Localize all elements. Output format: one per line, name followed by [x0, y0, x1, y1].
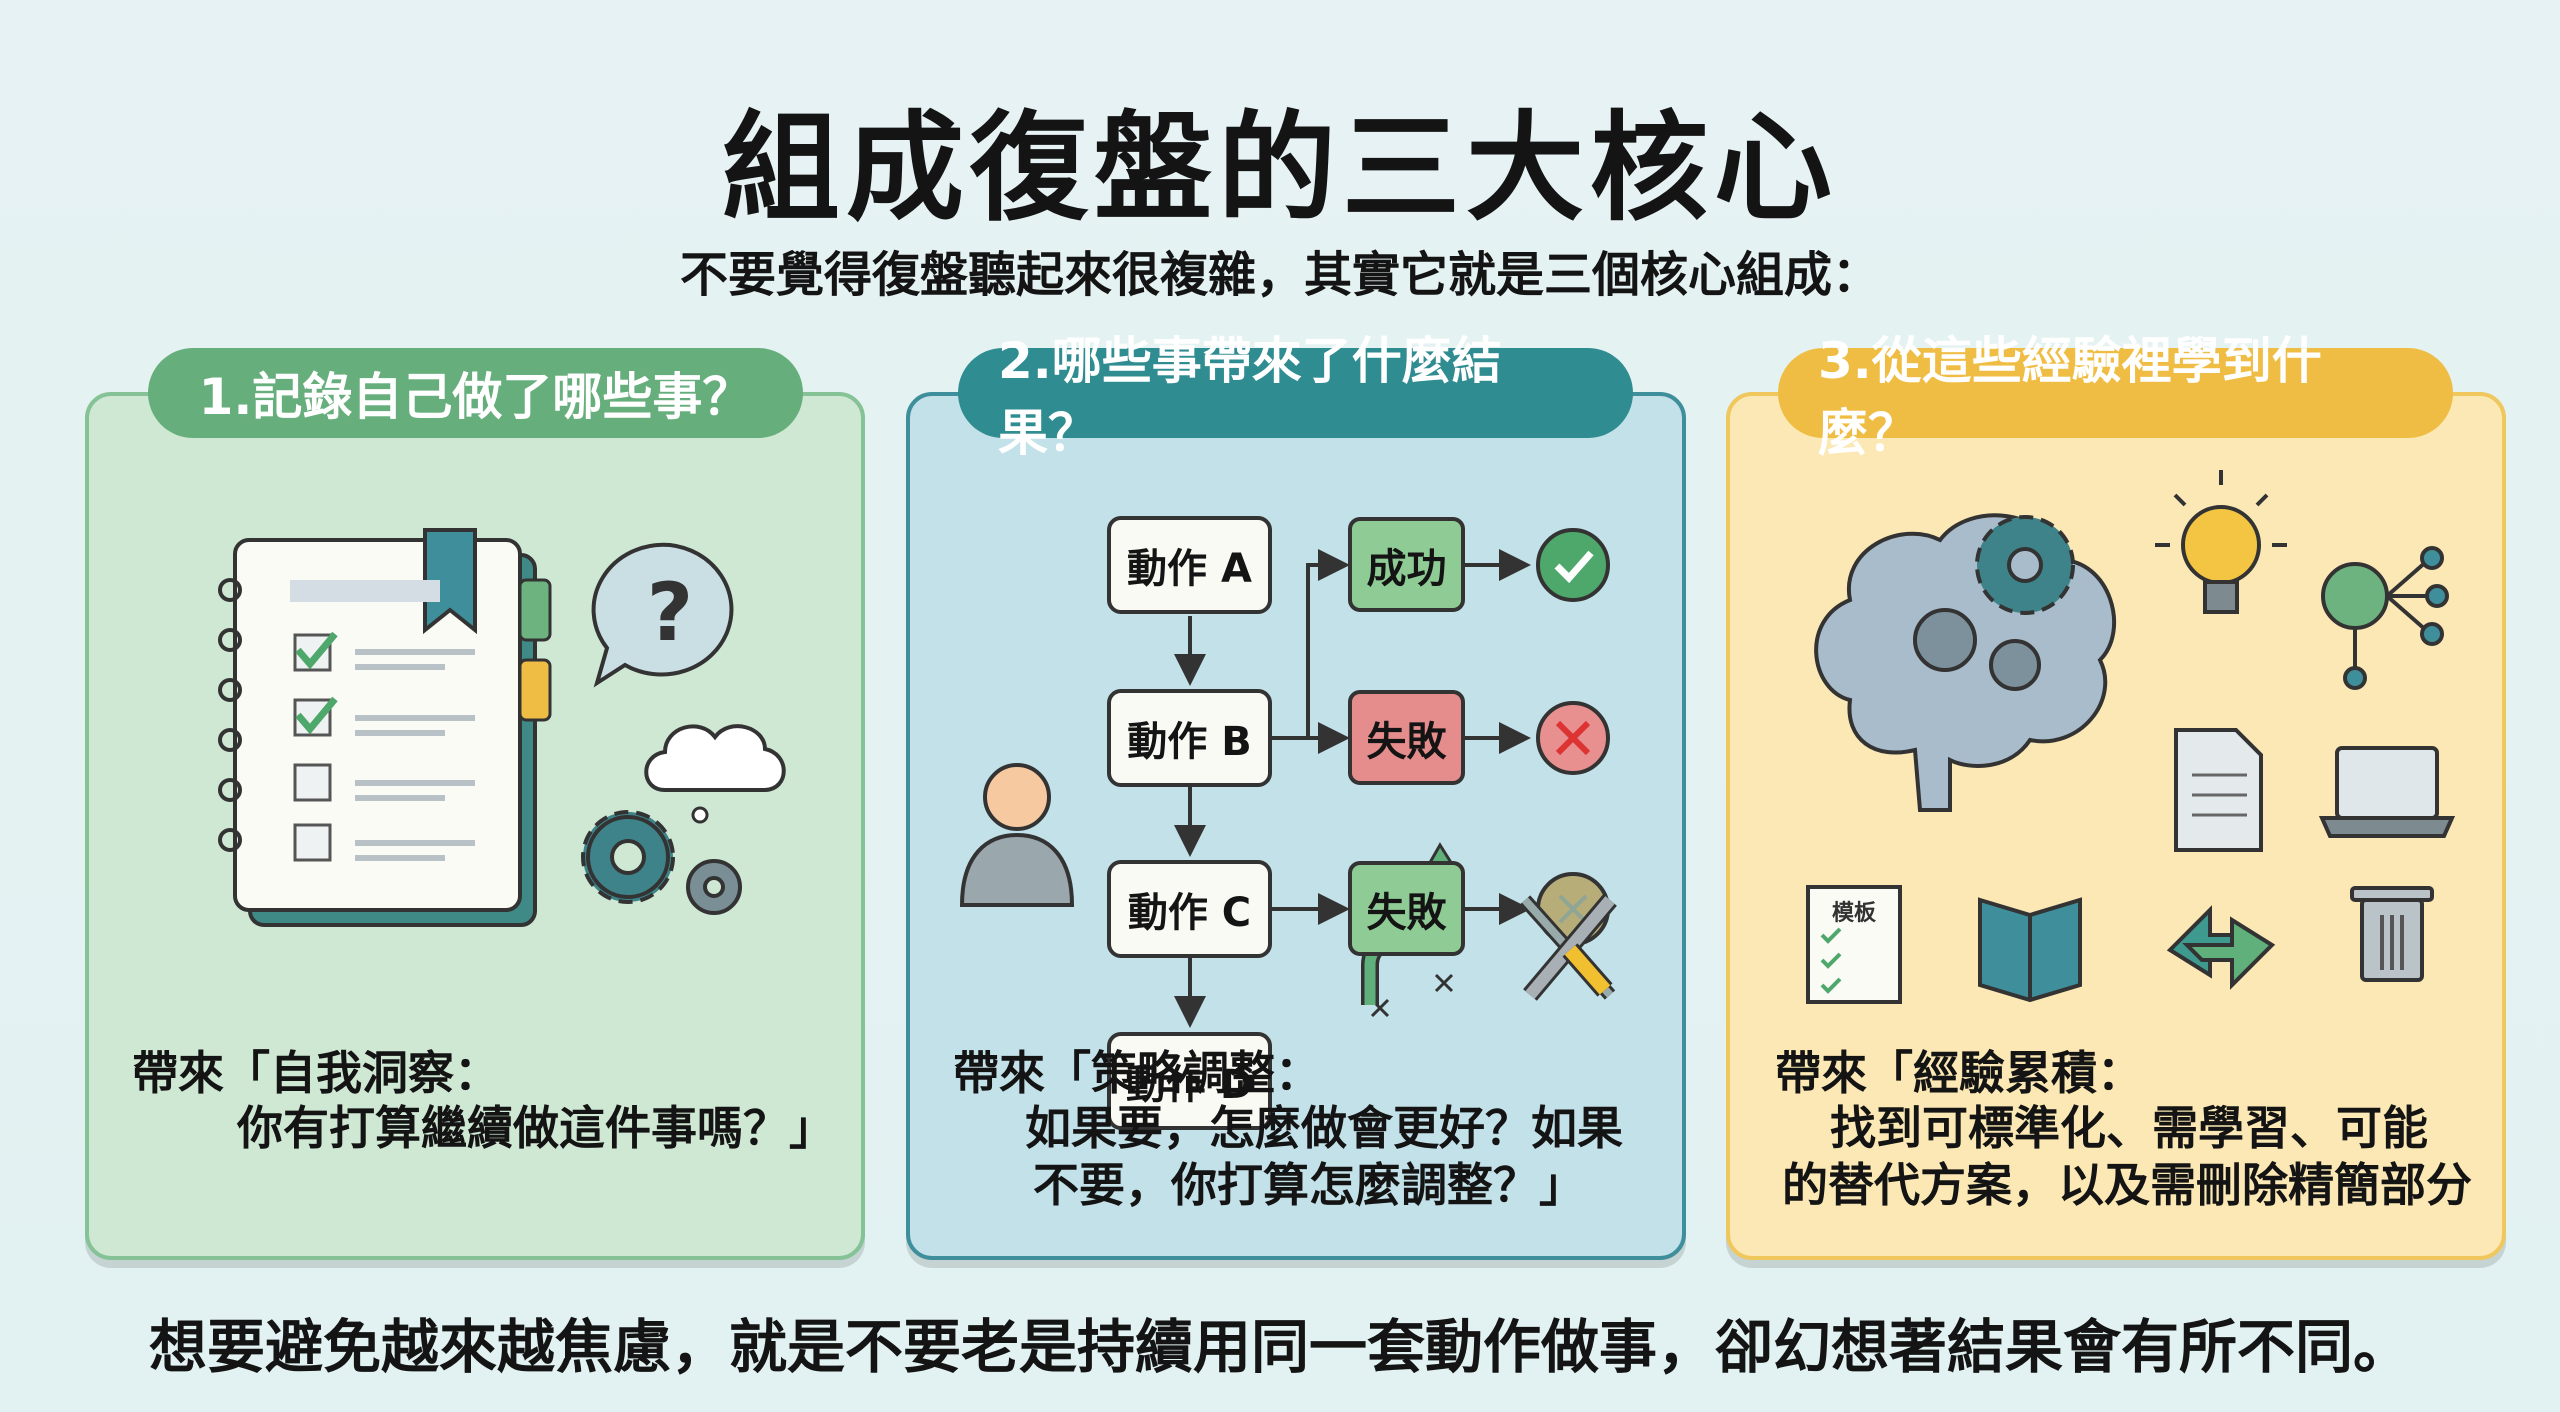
brain-gears-icon [1814, 513, 2117, 812]
success-check-icon [1536, 528, 1610, 602]
thought-cloud-icon [644, 724, 786, 824]
bottom-conclusion: 想要避免越來越焦慮，就是不要老是持續用同一套動作做事，卻幻想著結果會有所不同。 [148, 1313, 2411, 1381]
result-fail-box: 失敗 [1348, 690, 1465, 785]
notebook-icon [218, 528, 552, 927]
lightbulb-icon [2155, 470, 2287, 614]
user-icon [959, 763, 1075, 907]
document-icon [2174, 728, 2263, 852]
panel-results-text-3: 不要，你打算怎麼調整？」 [1033, 1158, 1585, 1212]
action-d-box: 動作 D [1107, 1032, 1272, 1130]
trash-icon [2350, 886, 2434, 982]
page-subtitle: 不要覺得復盤聽起來很複雜，其實它就是三個核心組成： [679, 247, 1880, 303]
panel-learn-text-1: 帶來「經驗累積： [1775, 1046, 2143, 1100]
idea-network-icon [2321, 546, 2449, 690]
panel-record-heading: 1.記錄自己做了哪些事？ [148, 348, 803, 438]
book-icon [1978, 897, 2082, 1003]
cycle-arrows-icon [2166, 905, 2276, 990]
panel-learn-text-3: 的替代方案，以及需刪除精簡部分 [1782, 1158, 2472, 1212]
laptop-icon [2318, 746, 2456, 838]
result-fail-box-2: 失敗 [1348, 861, 1465, 956]
template-label: 模板 [1832, 901, 1877, 926]
panel-results-text-1: 帶來「策略調整： [953, 1046, 1321, 1100]
svg-text:?: ? [647, 566, 693, 659]
panel-record-text-1: 帶來「自我洞察： [132, 1046, 500, 1100]
question-bubble-icon: ? [591, 542, 734, 688]
page-title: 組成復盤的三大核心 [721, 99, 1838, 237]
template-checklist-icon: 模板 [1806, 885, 1902, 1004]
fail-x-icon [1536, 701, 1610, 775]
action-b-box: 動作 B [1107, 689, 1272, 787]
panel-results-text-2: 如果要，怎麼做會更好？如果 [1025, 1101, 1623, 1155]
action-a-box: 動作 A [1107, 516, 1272, 614]
action-c-box: 動作 C [1107, 860, 1272, 958]
result-success-box: 成功 [1348, 517, 1465, 612]
gears-icon [581, 810, 742, 915]
panel-record-text-2: 你有打算繼續做這件事嗎？」 [237, 1101, 835, 1155]
panel-learn-text-2: 找到可標準化、需學習、可能 [1830, 1101, 2428, 1155]
tools-icon [1519, 894, 1617, 1001]
